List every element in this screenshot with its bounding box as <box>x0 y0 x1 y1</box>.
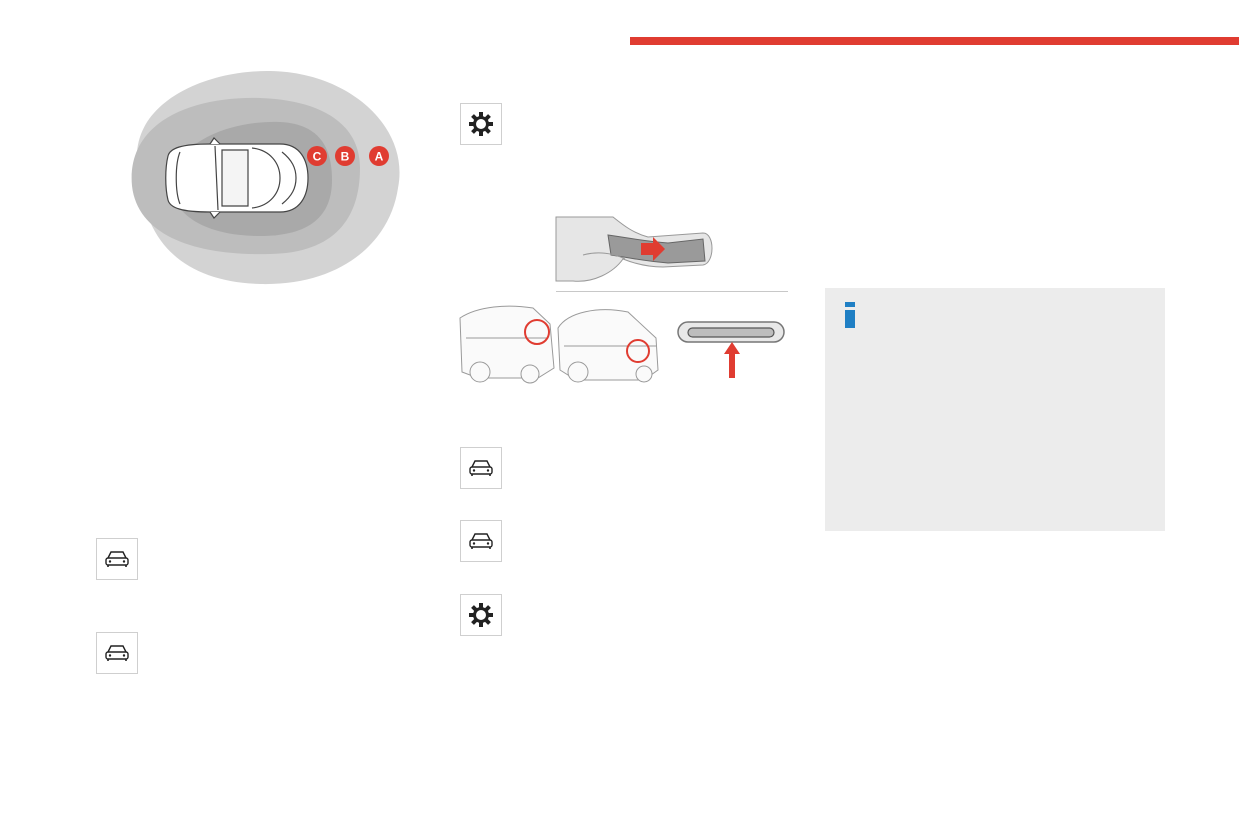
zone-label-b: B <box>335 146 355 166</box>
tailgate-button-closeup <box>672 318 790 380</box>
car-front-icon-box-3 <box>96 538 138 580</box>
zone-label-b-text: B <box>341 150 350 164</box>
gear-icon <box>469 603 493 627</box>
gear-icon-box-bottom <box>460 594 502 636</box>
illustration-divider <box>556 291 788 292</box>
car-front-icon <box>469 460 493 476</box>
door-handle-illustration <box>553 215 723 285</box>
information-panel <box>825 288 1165 531</box>
zone-label-a: A <box>369 146 389 166</box>
rear-car-views <box>458 298 668 390</box>
gear-icon-box-top <box>460 103 502 145</box>
pull-arrow <box>641 237 665 261</box>
zone-label-a-text: A <box>375 150 384 164</box>
info-icon <box>845 302 855 328</box>
header-accent-bar <box>630 37 1239 45</box>
detection-zone-diagram: C B A <box>120 68 410 290</box>
car-front-icon-box-2 <box>460 520 502 562</box>
button-location-circle-1 <box>524 319 550 345</box>
car-front-icon <box>469 533 493 549</box>
gear-icon <box>469 112 493 136</box>
car-front-icon-box-1 <box>460 447 502 489</box>
zone-label-c: C <box>307 146 327 166</box>
car-top-view <box>165 137 309 219</box>
press-arrow <box>724 342 740 378</box>
car-front-icon-box-4 <box>96 632 138 674</box>
car-front-icon <box>105 551 129 567</box>
car-front-icon <box>105 645 129 661</box>
button-location-circle-2 <box>626 339 650 363</box>
zone-label-c-text: C <box>313 150 322 164</box>
